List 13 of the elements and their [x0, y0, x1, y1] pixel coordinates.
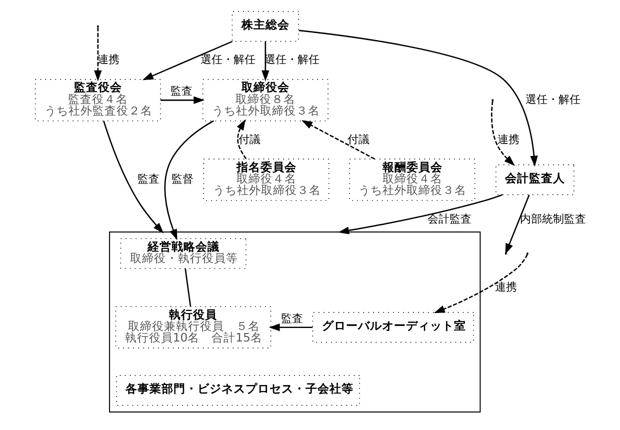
edge-label: 監督 [172, 172, 194, 186]
edge-label: 選任・解任 [200, 53, 256, 66]
edge-label: 付議 [238, 132, 261, 146]
edge-label: 連携 [494, 280, 517, 294]
edge-label: 会計監査 [428, 212, 472, 226]
edge-label: 連携 [497, 132, 520, 146]
edge-label: 連携 [98, 53, 120, 66]
edge-label: 内部統制監査 [520, 212, 586, 226]
edge-label: 監査 [170, 84, 193, 98]
edge-label: 監査 [280, 312, 303, 325]
edge-label: 付議 [347, 132, 370, 146]
edge-label: 監査 [138, 172, 160, 186]
edge-label: 選任・解任 [526, 92, 581, 106]
